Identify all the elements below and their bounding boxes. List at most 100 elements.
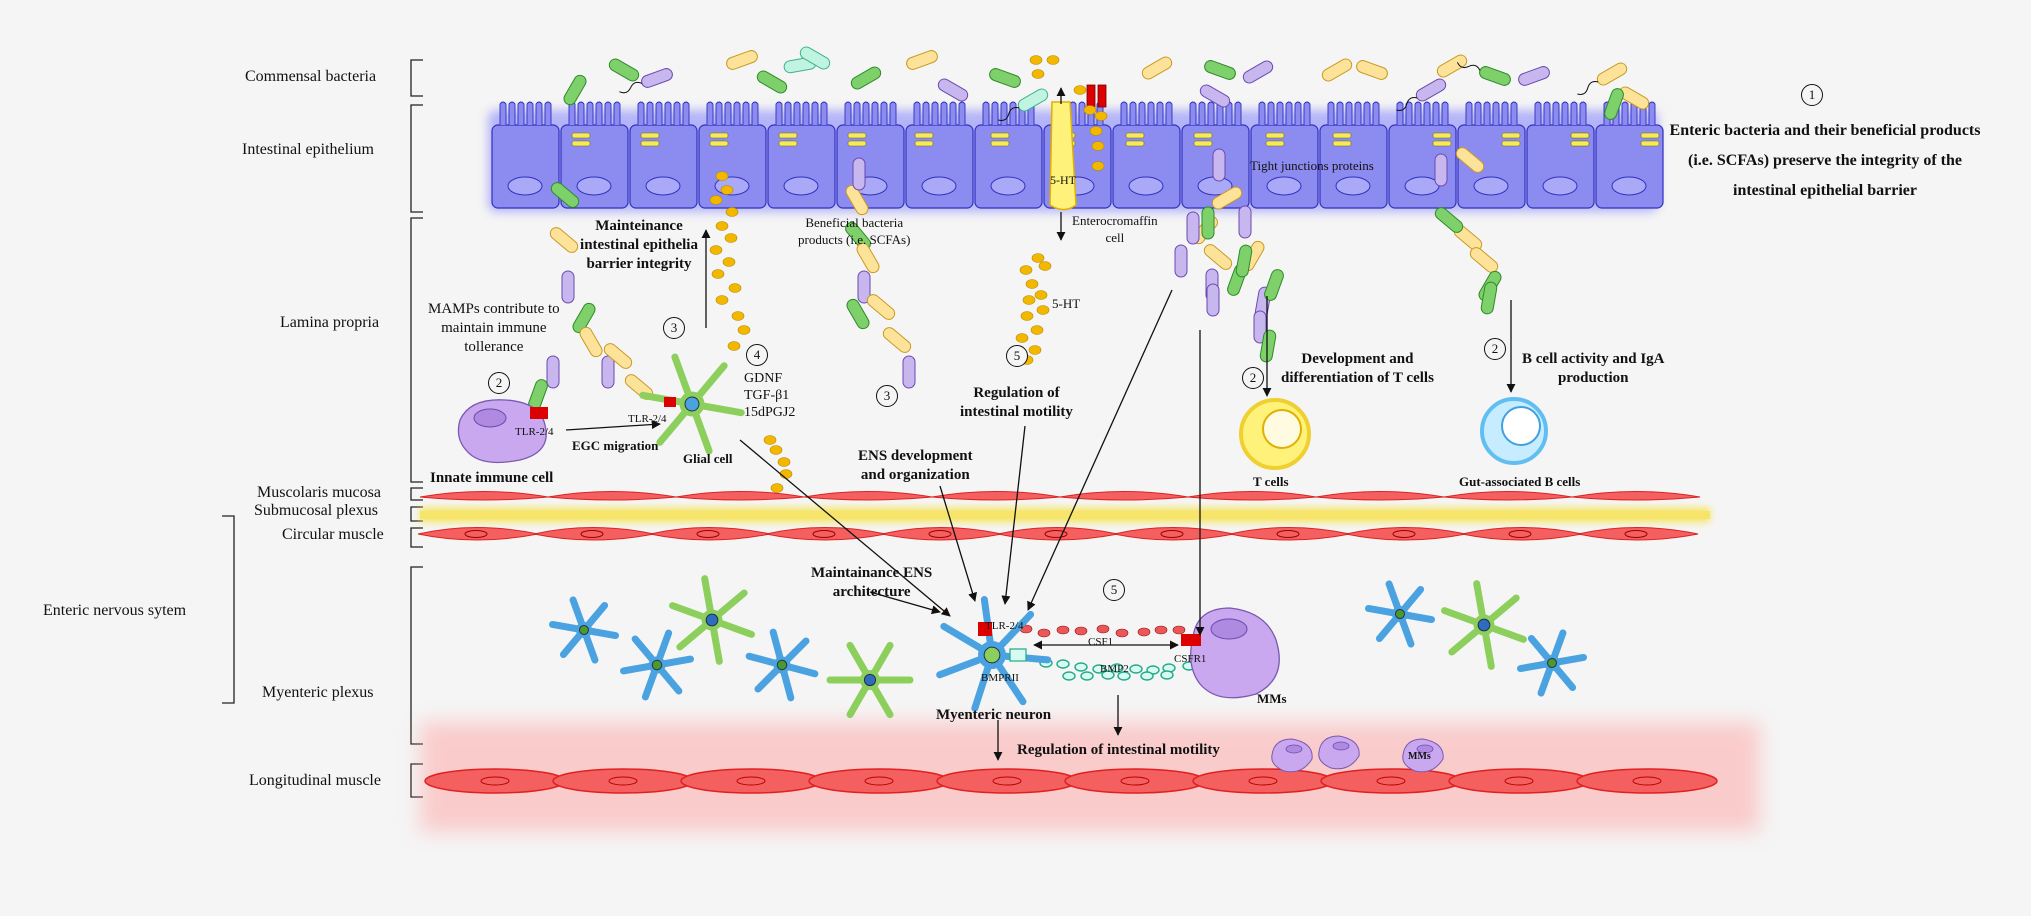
muscle-nucleus (580, 530, 604, 538)
bacterium (1201, 206, 1215, 240)
scfa-particle (1046, 55, 1060, 65)
tcell-development-label: Development and differentiation of T cel… (1281, 350, 1434, 388)
serotonin-label: 5-HT (1052, 296, 1081, 311)
bacterium-body (1204, 60, 1236, 80)
tight-junction (1265, 140, 1285, 147)
marker-2-tcell: 2 (1242, 367, 1264, 389)
bacterium (799, 46, 831, 70)
scfa-particle (1019, 265, 1033, 275)
ens-arch-line2: architecture (832, 584, 911, 600)
bacterium (1264, 269, 1284, 301)
bacterium (998, 88, 1049, 121)
bacterium (937, 78, 969, 102)
bacterium-body (561, 270, 575, 304)
bacterium (726, 50, 758, 70)
b-cell-nucleus (1501, 406, 1541, 446)
longitudinal-muscle-cell (1320, 768, 1462, 794)
longitudinal-muscle-cell (936, 768, 1078, 794)
egc-migration-label: EGC migration (572, 438, 659, 453)
tcell-dev-line2: differentiation of T cells (1281, 370, 1434, 386)
bacterium (1436, 54, 1468, 78)
tight-junction (990, 132, 1010, 139)
tlr-receptor-glia (664, 397, 676, 407)
circular-muscle-cell (533, 527, 655, 541)
bacterium (1434, 153, 1448, 187)
tight-junctions-label: Tight junctions proteins (1250, 158, 1374, 173)
label-submucosal-plexus: Submucosal plexus (254, 502, 378, 519)
bacterium (906, 50, 938, 70)
microvillus (1396, 101, 1404, 125)
scfa-particle (1038, 261, 1052, 271)
csf1-particle (1056, 625, 1070, 635)
bacterium (1212, 148, 1226, 182)
microvillus (1345, 101, 1353, 125)
tight-junction (1640, 132, 1660, 139)
bacterium (1456, 62, 1511, 86)
muscle-nucleus (1276, 530, 1300, 538)
muscularis-mucosa-cell (1571, 491, 1701, 501)
enteric-glial-cell (1441, 580, 1527, 670)
bacterium-body (799, 46, 831, 70)
mamps-line1: MAMPs contribute to (428, 301, 560, 317)
longitudinal-muscle-cell (680, 768, 822, 794)
microvillus (1621, 101, 1629, 125)
bacterium (1356, 60, 1388, 80)
bacterium-body (857, 270, 871, 304)
scfa-particle (720, 185, 734, 195)
arrow-motility-to-neuron (1001, 425, 1026, 605)
scfa-particle (1031, 253, 1045, 263)
bacterium-body (856, 242, 880, 274)
muscularis-mucosa-cell (675, 491, 805, 501)
bacterium-body (1356, 60, 1388, 80)
bmp2-label: BMP2 (1100, 663, 1129, 675)
epithelial-nucleus (1404, 176, 1440, 196)
bacterium-body (1321, 58, 1353, 82)
epithelial-nucleus (783, 176, 819, 196)
scfa-particle (1031, 69, 1045, 79)
bacterium (902, 355, 916, 389)
bacterium-body (1203, 244, 1233, 270)
microvillus (499, 101, 507, 125)
scfa-particle (725, 207, 739, 217)
muscle-nucleus (1248, 776, 1278, 786)
scfa-particle (779, 469, 793, 479)
bmp2-particle (1062, 671, 1076, 681)
bracket-muscularis (410, 487, 423, 501)
microvillus (586, 101, 594, 125)
microvillus (811, 101, 819, 125)
csf1-particle (1096, 624, 1110, 634)
muscle-nucleus (1624, 530, 1648, 538)
tight-junction (990, 140, 1010, 147)
microvillus (1648, 101, 1656, 125)
muscle-nucleus (992, 776, 1022, 786)
arrow-glia-to-neuron (739, 439, 951, 617)
microvillus (853, 101, 861, 125)
tight-junction (571, 132, 591, 139)
microvillus (871, 101, 879, 125)
gdnf-label: GDNF (744, 371, 783, 386)
microvillus (1234, 101, 1242, 125)
cell-nucleus (776, 659, 788, 671)
microvillus (1570, 101, 1578, 125)
bacterium (572, 302, 596, 334)
epithelial-nucleus (576, 176, 612, 196)
microvillus (1441, 101, 1449, 125)
bacterium-body (572, 302, 596, 334)
bacterium (1455, 147, 1485, 173)
bmp2-particle (1080, 671, 1094, 681)
bacterium-body (579, 326, 603, 358)
bacterium-body (550, 182, 580, 208)
bacterium (1604, 88, 1624, 120)
tlr-glia-label: TLR-2/4 (628, 413, 667, 425)
bacterium-body (1206, 283, 1220, 317)
epithelial-nucleus (645, 176, 681, 196)
motility-bottom-label: Regulation of intestinal motility (1017, 742, 1220, 758)
bmp2-particle (1160, 670, 1174, 680)
enterochromaffin-cell (1049, 101, 1077, 211)
microvillus (1492, 101, 1500, 125)
bmp2-particle (1092, 664, 1106, 674)
scfa-particle (722, 257, 736, 267)
microvillus (682, 101, 690, 125)
bracket-lamina (410, 217, 423, 483)
microvillus (604, 101, 612, 125)
